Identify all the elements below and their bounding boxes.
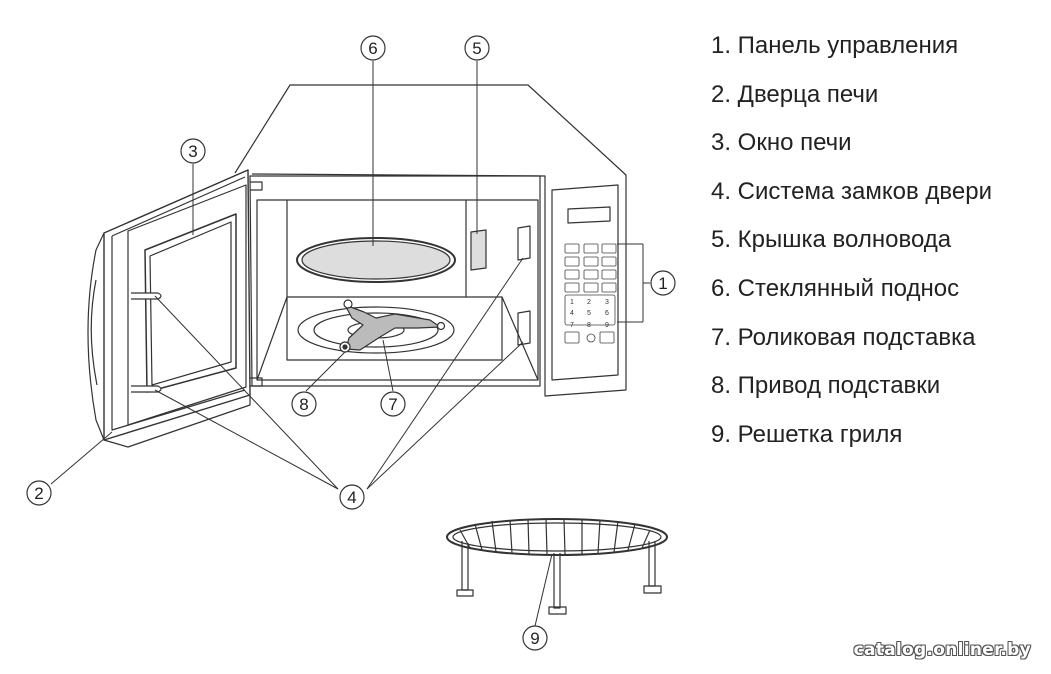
key-3: 3 [605, 299, 609, 306]
key-9: 9 [605, 322, 609, 329]
waveguide-cover [470, 229, 487, 271]
callout-3-label: 3 [188, 142, 197, 161]
callout-2-label: 2 [34, 484, 43, 503]
callout-9-label: 9 [530, 629, 539, 648]
callout-4: 4 [339, 484, 365, 510]
callout-9: 9 [522, 625, 548, 651]
roller-ring [297, 299, 455, 354]
callout-7: 7 [380, 391, 406, 417]
callout-1-label: 1 [658, 274, 667, 293]
key-7: 7 [570, 322, 574, 329]
callout-5-label: 5 [472, 39, 481, 58]
lock-slots [517, 225, 531, 346]
key-1: 1 [570, 299, 574, 306]
parts-legend: 1. Панель управления 2. Дверца печи 3. О… [711, 30, 992, 467]
callout-8: 8 [291, 391, 317, 417]
callout-1: 1 [650, 270, 676, 296]
glass-tray [296, 237, 456, 283]
grill-rack [446, 518, 668, 615]
callout-2: 2 [26, 480, 52, 506]
legend-item-4: 4. Система замков двери [711, 177, 992, 205]
legend-item-6: 6. Стеклянный поднос [711, 274, 960, 302]
legend-item-3: 3. Окно печи [711, 129, 852, 157]
callout-4-label: 4 [347, 488, 356, 507]
legend-item-9: 9. Решетка гриля [711, 420, 903, 448]
key-2: 2 [587, 299, 591, 306]
key-8: 8 [587, 322, 591, 329]
callouts: 6 5 3 1 8 7 2 4 [26, 35, 676, 651]
legend-item-8: 8. Привод подставки [711, 372, 941, 400]
callout-6-label: 6 [368, 39, 377, 58]
leader-lines [50, 61, 650, 627]
oven-body [234, 84, 627, 397]
control-panel [551, 184, 619, 381]
keypad [564, 243, 617, 344]
callout-8-label: 8 [299, 395, 308, 414]
callout-6: 6 [360, 35, 386, 61]
callout-7-label: 7 [388, 395, 397, 414]
callout-5: 5 [464, 35, 490, 61]
legend-item-7: 7. Роликовая подставка [711, 323, 976, 351]
legend-item-2: 2. Дверца печи [711, 80, 879, 108]
key-4: 4 [570, 310, 574, 317]
watermark: catalog.onliner.by [853, 640, 1031, 660]
keypad-digits: 1 2 3 4 5 6 7 8 9 [570, 299, 609, 329]
legend-item-1: 1. Панель управления [711, 32, 959, 59]
key-6: 6 [605, 310, 609, 317]
door [87, 169, 251, 448]
key-5: 5 [587, 310, 591, 317]
legend-item-5: 5. Крышка волновода [711, 226, 952, 254]
callout-3: 3 [180, 138, 206, 164]
